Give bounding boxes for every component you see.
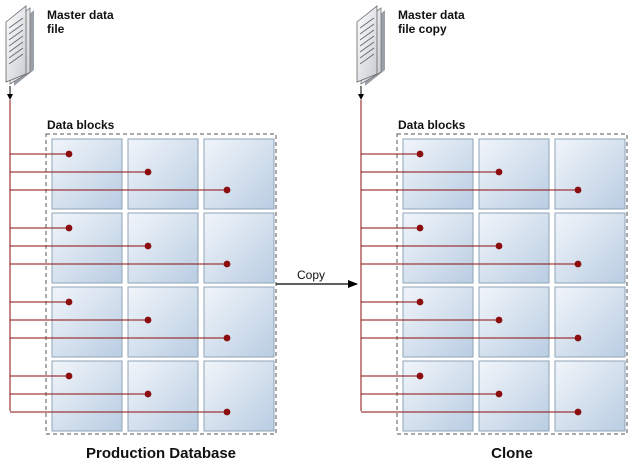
- data-block: [554, 138, 626, 210]
- block-pointer-dot: [65, 224, 73, 232]
- data-block: [203, 286, 275, 358]
- block-pointer-dot: [495, 242, 503, 250]
- production-database-group: Master data file Data blocks Production …: [5, 5, 277, 462]
- data-block-grid: [402, 138, 626, 432]
- document-stack-icon: [356, 5, 385, 86]
- clone-group: Master data file copy Data blocks Clone: [356, 5, 628, 462]
- data-block: [554, 360, 626, 432]
- data-block: [127, 212, 199, 284]
- production-database-caption: Production Database: [86, 445, 236, 462]
- block-pointers: [360, 100, 582, 416]
- block-pointer-dot: [144, 316, 152, 324]
- data-block: [51, 212, 123, 284]
- master-file-label-line2: file: [47, 22, 65, 36]
- block-pointer-dot: [574, 408, 582, 416]
- data-blocks-label: Data blocks: [398, 118, 466, 132]
- document-stack-icon: [5, 5, 34, 86]
- data-block: [478, 138, 550, 210]
- data-block: [203, 138, 275, 210]
- data-block: [127, 286, 199, 358]
- clone-caption: Clone: [491, 445, 533, 462]
- data-blocks-border: [396, 133, 628, 435]
- data-block: [51, 360, 123, 432]
- arrow-down-icon: [358, 94, 364, 100]
- block-pointer-dot: [223, 260, 231, 268]
- block-pointers: [9, 100, 231, 416]
- block-pointer-dot: [416, 298, 424, 306]
- copy-arrow: Copy: [276, 268, 358, 288]
- data-block: [127, 360, 199, 432]
- arrow-down-icon: [7, 94, 13, 100]
- data-block: [478, 360, 550, 432]
- block-pointer-dot: [574, 186, 582, 194]
- master-file-copy-label-line2: file copy: [398, 22, 447, 36]
- copy-label: Copy: [297, 268, 325, 282]
- data-block-grid: [51, 138, 275, 432]
- block-pointer-dot: [144, 168, 152, 176]
- data-block: [402, 138, 474, 210]
- block-pointer-dot: [416, 224, 424, 232]
- data-block: [51, 138, 123, 210]
- data-block: [51, 286, 123, 358]
- data-block: [478, 212, 550, 284]
- data-block: [554, 212, 626, 284]
- block-pointer-dot: [223, 408, 231, 416]
- block-pointer-dot: [416, 150, 424, 158]
- block-pointer-dot: [223, 186, 231, 194]
- data-block: [478, 286, 550, 358]
- block-pointer-dot: [223, 334, 231, 342]
- block-pointer-dot: [65, 150, 73, 158]
- block-pointer-dot: [495, 390, 503, 398]
- block-pointer-dot: [495, 168, 503, 176]
- master-file-copy-label-line1: Master data: [398, 8, 465, 22]
- block-pointer-dot: [416, 372, 424, 380]
- block-pointer-dot: [65, 372, 73, 380]
- data-block: [402, 212, 474, 284]
- data-block: [203, 212, 275, 284]
- block-pointer-dot: [65, 298, 73, 306]
- block-pointer-dot: [574, 334, 582, 342]
- data-block: [402, 286, 474, 358]
- data-block: [203, 360, 275, 432]
- block-pointer-dot: [574, 260, 582, 268]
- data-block: [554, 286, 626, 358]
- master-file-label-line1: Master data: [47, 8, 114, 22]
- data-blocks-label: Data blocks: [47, 118, 115, 132]
- block-pointer-dot: [495, 316, 503, 324]
- data-block: [402, 360, 474, 432]
- block-pointer-dot: [144, 390, 152, 398]
- data-block: [127, 138, 199, 210]
- block-pointer-dot: [144, 242, 152, 250]
